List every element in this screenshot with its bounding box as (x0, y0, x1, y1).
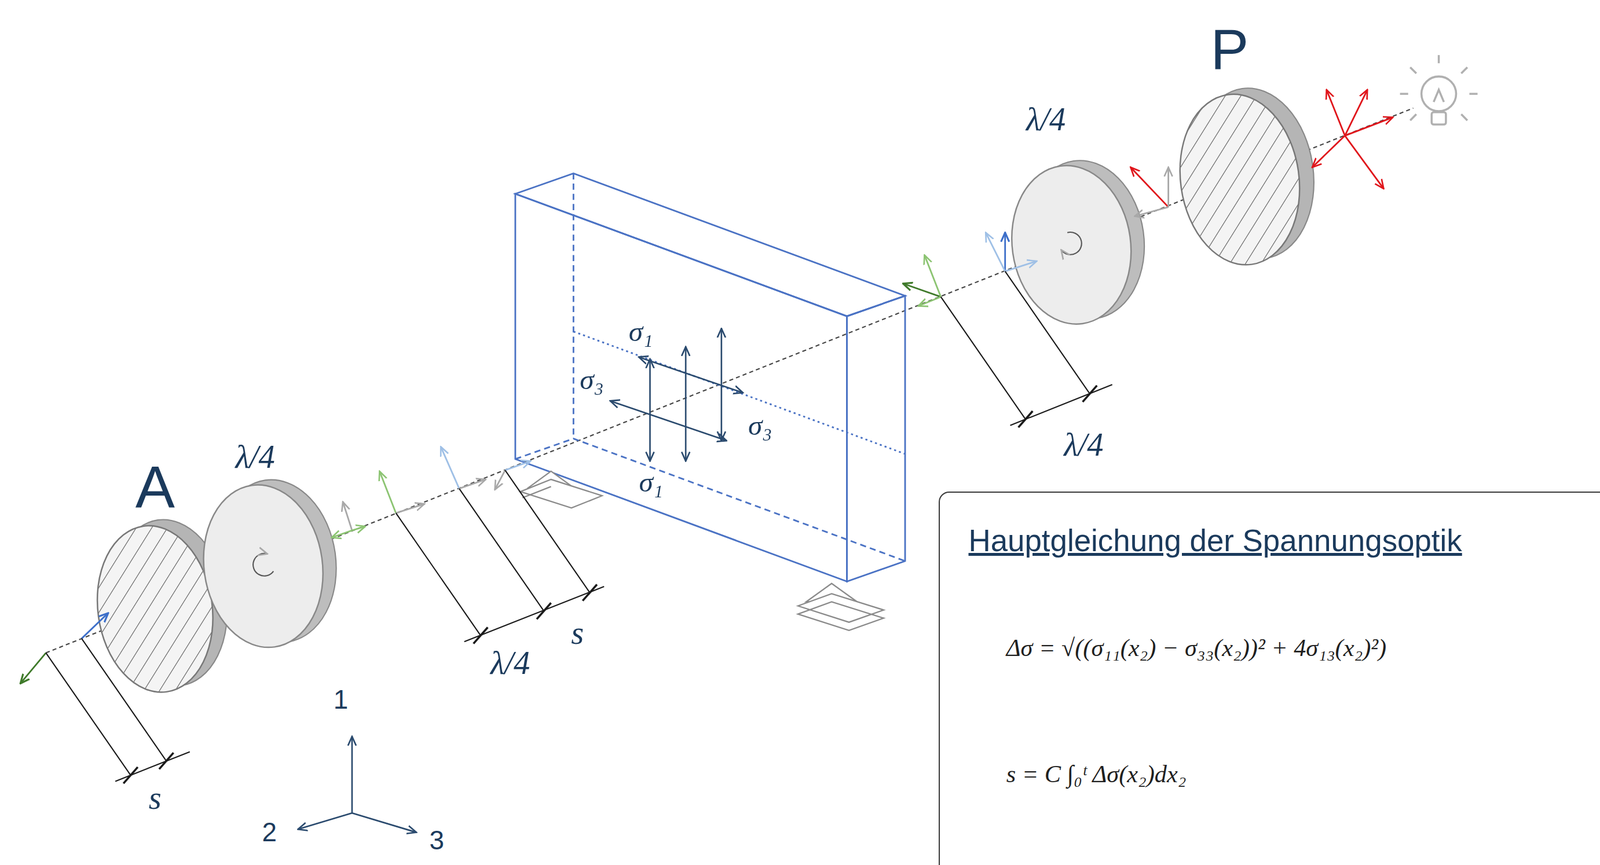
exit-vector (459, 479, 486, 489)
stress-label: σ₁ (628, 317, 653, 346)
stress-label: σ₃ (748, 411, 772, 440)
stress-label: σ₃ (579, 365, 604, 394)
support-base (797, 601, 884, 631)
leader-line (396, 513, 481, 636)
leader-line (81, 638, 167, 761)
plate-label: λ/4 (1026, 103, 1066, 136)
dimension-tick (123, 767, 138, 784)
dimension-tick (536, 602, 552, 620)
formula-box: Hauptgleichung der Spannungsoptik Δσ = √(… (938, 491, 1600, 865)
bulb-ray (1469, 92, 1478, 95)
polarised-vector (1130, 167, 1169, 208)
disk-face (86, 518, 224, 701)
analysed-vector (20, 653, 46, 684)
circular-vector (1005, 261, 1038, 272)
disk-face (1001, 158, 1142, 333)
quarter-wave-plate (193, 471, 347, 655)
rotation-arrow (1061, 232, 1082, 255)
polarised-vector (1134, 207, 1169, 217)
bulb-ray (1437, 55, 1441, 64)
exit-vector (331, 530, 353, 538)
polariser-disk (1169, 80, 1325, 273)
stress-arrows (610, 328, 743, 461)
unpolarised-vector (1312, 135, 1345, 168)
bulb-glass (1421, 76, 1457, 112)
bulb-ray (1400, 92, 1409, 95)
exit-vector (342, 502, 353, 531)
dimension-tick (582, 584, 598, 602)
part-label: P (1210, 20, 1249, 78)
bulb-base (1431, 112, 1446, 125)
unpolarised-vector (1344, 89, 1368, 136)
axis-1 (351, 736, 354, 814)
exit-vector (440, 447, 460, 489)
dimension-tick (159, 752, 174, 770)
dimension-label: λ/4 (490, 646, 530, 680)
specimen-front-face (515, 193, 848, 582)
sigma3-arrow (610, 400, 727, 441)
exit-vector (379, 471, 397, 514)
sigma3-arrow (638, 357, 743, 394)
sigma1-arrow (685, 346, 687, 461)
formula: s = C ∫₀ᵗ Δσ(x₂)dx₂ (1006, 760, 1187, 789)
disk-face (1169, 86, 1311, 273)
exit-vector (396, 503, 425, 514)
axis-label: 1 (333, 686, 349, 714)
specimen-hidden-edge (572, 173, 575, 439)
circular-vector (902, 283, 941, 298)
exit-vector (495, 470, 506, 490)
coordinate-axes (298, 736, 417, 833)
circular-vector (924, 254, 941, 297)
stress-label: σ₁ (638, 468, 663, 497)
quarter-wave-plate (1001, 152, 1155, 332)
disk-face (193, 477, 334, 656)
leader-line (45, 653, 131, 776)
support-hatch (522, 486, 551, 498)
dimension-label: s (148, 781, 162, 815)
bulb-ray (1461, 114, 1468, 121)
leader-line (504, 470, 590, 593)
circular-vector (985, 232, 1005, 272)
bulb-ray (1461, 67, 1468, 74)
circular-vector (1004, 232, 1006, 272)
leader-line (1005, 271, 1090, 394)
axis-3 (352, 813, 417, 833)
specimen-top-face (515, 173, 906, 317)
plate-label: λ/4 (235, 440, 275, 474)
rotation-arrow (253, 553, 274, 577)
formula: Δσ = √((σ₁₁(x₂) − σ₃₃(x₂))² + 4σ₁₃(x₂)²) (1006, 634, 1387, 663)
specimen-side-face (847, 295, 906, 582)
unpolarised-vector (1344, 135, 1384, 189)
circular-vector (918, 297, 942, 307)
unpolarised-vector (1326, 89, 1346, 136)
support-base (520, 479, 603, 508)
axis-2 (298, 813, 353, 830)
dimension-label: s (570, 616, 584, 649)
bulb-ray (1410, 114, 1417, 121)
axis-label: 2 (261, 819, 277, 847)
axis-label: 3 (429, 827, 444, 855)
leader-line (941, 297, 1026, 420)
specimen (515, 173, 906, 582)
dimension-line (115, 751, 190, 782)
analysed-vector (81, 613, 109, 639)
bulb-ray (1410, 67, 1417, 74)
support (520, 471, 884, 631)
box-heading: Hauptgleichung der Spannungsoptik (968, 523, 1462, 559)
bulb-filament (1433, 89, 1445, 102)
exit-vector (352, 526, 366, 531)
specimen-midplane (573, 331, 906, 454)
dimension-tick (473, 627, 489, 644)
dimension-label: λ/4 (1063, 428, 1104, 461)
sigma1-arrow (649, 359, 651, 461)
part-label: A (135, 458, 175, 518)
exit-vector (504, 460, 531, 471)
dimension-tick (1082, 385, 1098, 402)
dimension-tick (1018, 411, 1034, 428)
light-bulb-icon (1400, 55, 1478, 125)
polarised-vector (1167, 167, 1170, 208)
